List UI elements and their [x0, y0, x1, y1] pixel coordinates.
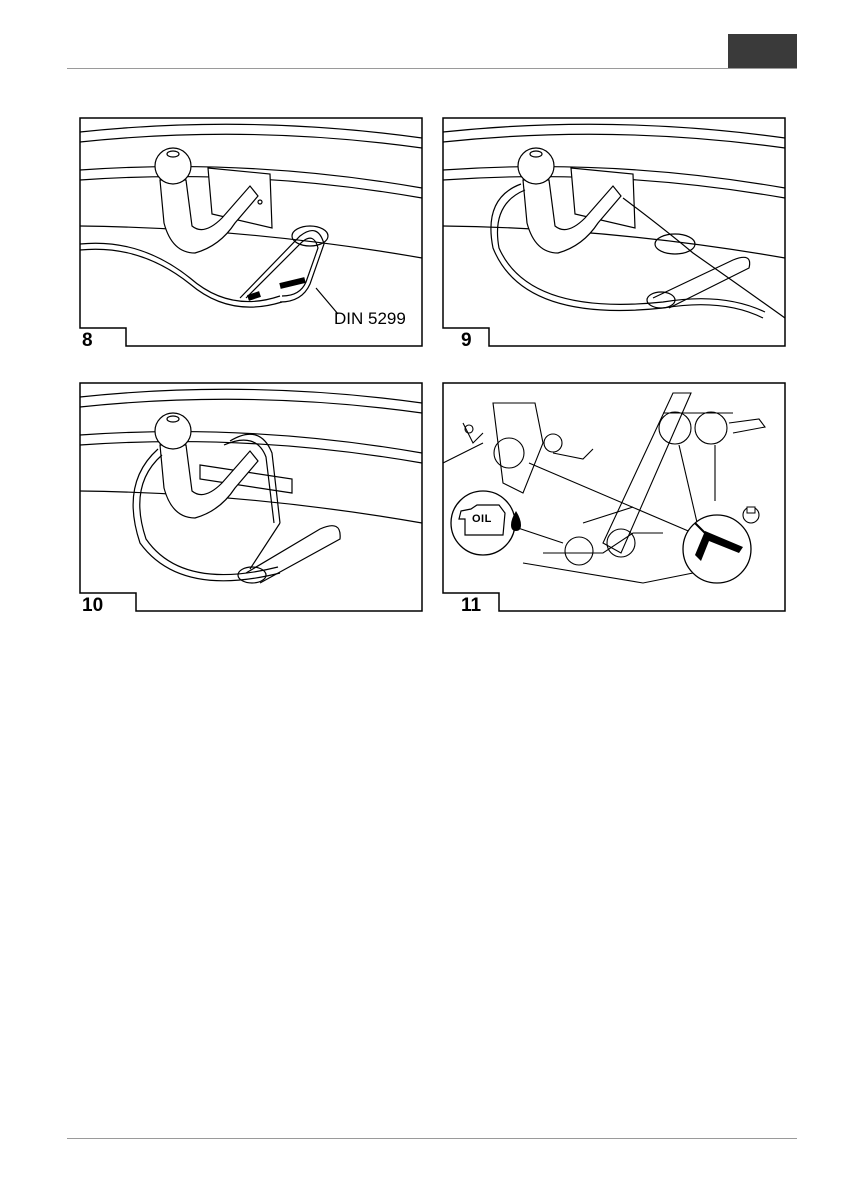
figure-10-illustration — [80, 383, 422, 613]
figure-8: DIN 5299 8 — [80, 118, 422, 348]
figure-8-callout: DIN 5299 — [334, 310, 406, 327]
header-tab — [728, 34, 797, 69]
figure-11-number: 11 — [461, 596, 481, 615]
figure-9-illustration — [443, 118, 785, 348]
figure-8-number: 8 — [82, 331, 93, 350]
footer-divider — [67, 1138, 797, 1139]
figure-11: OIL 11 — [443, 383, 785, 613]
figure-11-illustration — [443, 383, 785, 613]
figure-11-oil-label: OIL — [472, 514, 492, 525]
figure-10: 10 — [80, 383, 422, 613]
figure-10-number: 10 — [82, 596, 103, 615]
figure-9-number: 9 — [461, 331, 472, 350]
figure-9: 9 — [443, 118, 785, 348]
header-divider — [67, 68, 797, 69]
